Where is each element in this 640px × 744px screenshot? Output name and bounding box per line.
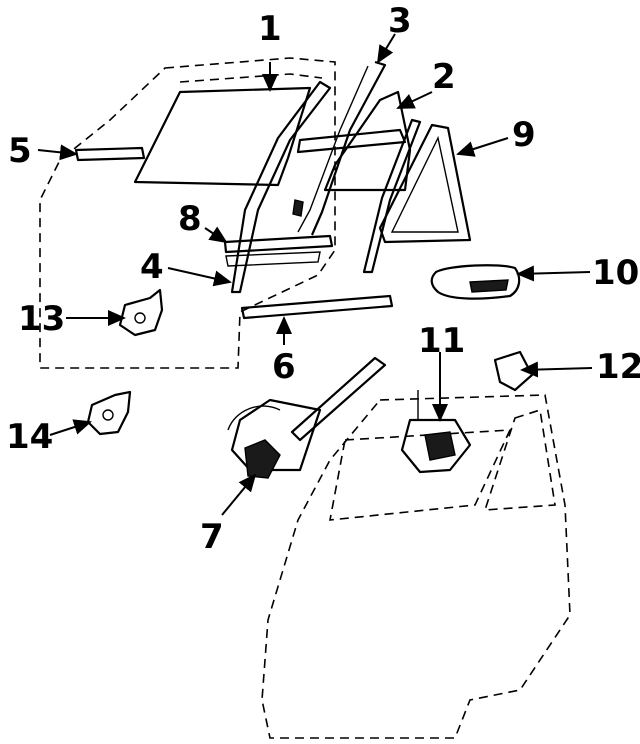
callout-1: 1 [258,9,282,49]
leader-9 [456,137,509,157]
rear-window-regulator [400,418,472,474]
front-door-run [230,80,332,294]
handle-recess [469,279,509,293]
callout-8: 8 [178,199,202,239]
front-run-channel-inner [297,65,369,233]
callout-12: 12 [596,347,640,387]
front-run-channel [310,60,387,236]
leader-5 [37,144,78,161]
front-door-inner-outline [179,73,323,83]
callout-3: 3 [388,1,412,41]
leader-12 [520,361,593,378]
rear-division-bar [362,118,422,274]
front-belt-weatherstrip [225,251,321,267]
rear-regulator-gear [424,431,456,461]
callout-10: 10 [592,253,639,293]
callout-11: 11 [418,321,465,361]
leader-4 [167,267,232,287]
door-striker [493,350,534,392]
rear-door-outline [261,394,571,739]
rear-door-glass [323,90,412,192]
leader-10 [516,265,591,282]
rear-door-quarter-outline [483,408,556,511]
window-regulator-sector [227,405,281,431]
window-regulator-arm [290,356,387,442]
leader-7 [221,473,257,516]
leader-8 [204,226,228,244]
front-door-glass [133,86,312,187]
outside-door-handle [430,264,521,300]
rear-quarter-window [378,123,472,244]
callout-4: 4 [140,247,164,287]
callout-6: 6 [272,347,296,387]
callout-14: 14 [6,417,53,457]
channel-clip [292,199,304,217]
rear-door-lock [86,390,132,436]
callout-9: 9 [512,115,536,155]
front-belt-moulding [223,234,334,254]
callout-7: 7 [200,517,224,557]
rear-quarter-window-inner [390,135,459,233]
front-door-lock [118,288,164,337]
rear-door-window-outline [329,429,512,521]
leader-2 [396,91,433,109]
window-regulator-motor [244,439,281,479]
front-door-run-cross [296,128,407,154]
callout-13: 13 [18,299,65,339]
lock-bolt [134,312,146,324]
leader-14 [49,419,92,436]
outer-weatherstrip [74,146,146,162]
leader-3 [376,33,396,64]
rear-belt-moulding [240,294,394,320]
callout-2: 2 [432,57,456,97]
rear-lock-bolt [102,409,114,421]
callout-5: 5 [8,131,32,171]
